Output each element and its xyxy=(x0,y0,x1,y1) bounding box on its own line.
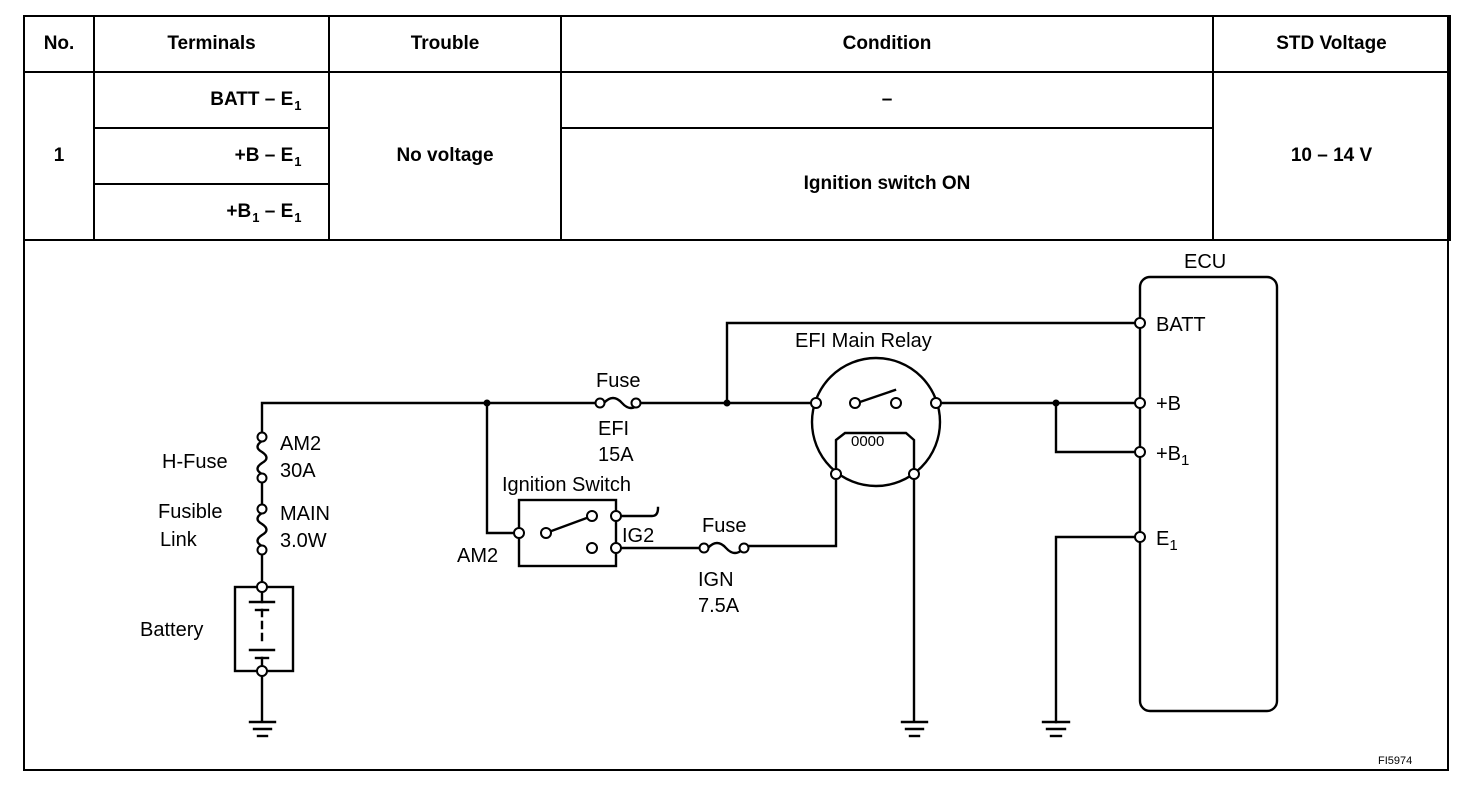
wire-am2-switch xyxy=(485,401,521,535)
fusible-label: Fusible xyxy=(158,501,222,523)
main-wire xyxy=(260,401,598,439)
relay-coil-label: 0000 xyxy=(851,433,884,450)
wire-e1-ground xyxy=(1054,535,1142,724)
ign-fuse-title: Fuse xyxy=(702,515,746,537)
ground-symbol-ecu xyxy=(1041,720,1071,738)
am2-rating-label: 30A xyxy=(280,460,316,482)
terminal-b-e1: +B – E1 xyxy=(93,127,330,185)
ecu-pin-batt xyxy=(1134,317,1146,329)
terminal-b1-e1: +B1 – E1 xyxy=(93,183,330,241)
header-condition: Condition xyxy=(560,15,1214,73)
ign-fuse xyxy=(706,541,746,555)
relay-coil-wire xyxy=(834,431,916,476)
main-name-label: MAIN xyxy=(280,503,330,525)
h-fuse-label: H-Fuse xyxy=(162,451,228,473)
am2-name-label: AM2 xyxy=(280,433,321,455)
table-header-row: No. Terminals Trouble Condition STD Volt… xyxy=(23,15,1451,73)
std-voltage-cell: 10 – 14 V xyxy=(1212,71,1451,241)
ecu-pin-b-label: +B xyxy=(1156,393,1181,415)
ecu-pin-e1 xyxy=(1134,531,1146,543)
ignition-switch-box xyxy=(517,498,618,568)
ground-symbol-battery xyxy=(248,720,277,738)
link-label: Link xyxy=(160,529,198,551)
efi-main-relay xyxy=(810,356,942,488)
wire-batt xyxy=(725,321,1142,405)
header-trouble: Trouble xyxy=(328,15,562,73)
wire-plus-b1 xyxy=(1054,401,1142,454)
row-no: 1 xyxy=(23,71,95,241)
ignition-switch-label: Ignition Switch xyxy=(502,474,631,496)
ecu-pin-batt-label: BATT xyxy=(1156,314,1206,336)
ground-symbol-relay xyxy=(900,720,929,738)
terminal-batt-e1: BATT – E1 xyxy=(93,71,330,129)
terminal-circles xyxy=(256,317,1146,677)
table-row: +B1 – E1 xyxy=(24,183,1450,241)
ignition-switch-out xyxy=(614,506,660,518)
condition-ignition-on: Ignition switch ON xyxy=(560,127,1214,241)
main-rating-label: 3.0W xyxy=(280,530,327,552)
efi-fuse-title: Fuse xyxy=(596,370,640,392)
ecu-pin-e1-label: E1 xyxy=(1156,528,1178,554)
ignition-ig2-label: IG2 xyxy=(622,525,654,547)
header-std-voltage: STD Voltage xyxy=(1212,15,1451,73)
junction-dots xyxy=(483,399,1060,407)
efi-fuse-rating: 15A xyxy=(598,444,634,466)
ign-fuse-rating: 7.5A xyxy=(698,595,740,617)
efi-fuse-name: EFI xyxy=(598,418,629,440)
ignition-switch-lever xyxy=(544,514,594,535)
efi-main-relay-label: EFI Main Relay xyxy=(795,330,932,352)
ecu-label: ECU xyxy=(1184,251,1226,273)
header-terminals: Terminals xyxy=(93,15,330,73)
ignition-am2-label: AM2 xyxy=(457,545,498,567)
ecu-pin-b1-label: +B1 xyxy=(1156,443,1189,469)
spec-table: No. Terminals Trouble Condition STD Volt… xyxy=(23,15,1451,241)
condition-dash: – xyxy=(560,71,1214,129)
ecu-pin-b1 xyxy=(1134,446,1146,458)
trouble-cell: No voltage xyxy=(328,71,562,241)
table-row: +B – E1 Ignition switch ON xyxy=(24,127,1450,241)
header-no: No. xyxy=(23,15,95,73)
figure-frame xyxy=(23,15,1449,771)
wire-coil-to-ign-fuse xyxy=(746,472,838,548)
table-row: 1 BATT – E1 No voltage – 10 – 14 V xyxy=(23,71,1451,241)
main-fusible-link xyxy=(256,511,268,548)
ecu-box xyxy=(1138,275,1279,713)
am2-h-fuse xyxy=(256,439,268,476)
figure-id: FI5974 xyxy=(1378,755,1412,767)
ecu-pin-b xyxy=(1134,397,1146,409)
battery-label: Battery xyxy=(140,619,203,641)
ign-fuse-name: IGN xyxy=(698,569,734,591)
relay-contact xyxy=(855,388,897,405)
